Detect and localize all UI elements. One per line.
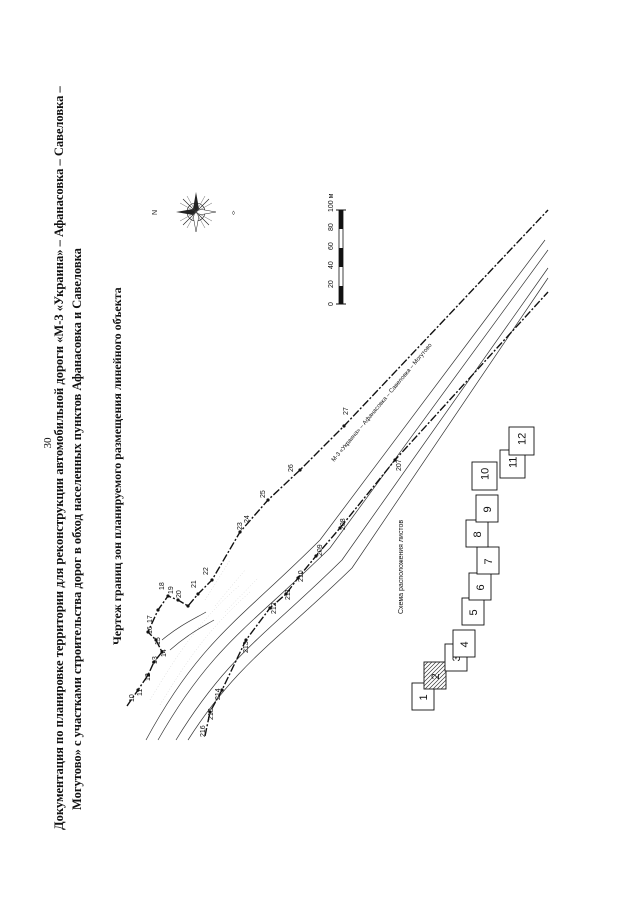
scheme-sheet-box: 1: [411, 682, 435, 711]
scheme-sheet-box: 8: [465, 519, 489, 548]
svg-text:◊: ◊: [232, 210, 235, 217]
road-name-label: М-3 «Украина» – Афанасовка – Савеловка –…: [331, 342, 434, 463]
scale-bar-label: 60: [328, 242, 335, 250]
scheme-sheet-number: 2: [430, 673, 442, 679]
scheme-sheet-box: 9: [475, 494, 499, 523]
point-label: 21: [191, 580, 198, 588]
scale-bar-label: 20: [328, 280, 335, 288]
point-label: 212: [271, 602, 278, 614]
scheme-sheet-number: 12: [517, 433, 529, 445]
point-label: 16: [147, 626, 154, 634]
point-label: 213: [243, 641, 250, 653]
scheme-sheet-box: 4: [452, 629, 476, 658]
scheme-sheet-box: 10: [471, 461, 498, 491]
point-label: 11: [137, 689, 144, 696]
scheme-sheet-number: 6: [475, 584, 487, 590]
point-label: 20: [176, 590, 183, 598]
point-label: 10: [129, 694, 136, 702]
scheme-sheet-box: 7: [476, 546, 500, 575]
scheme-sheet-box: 12: [508, 426, 535, 456]
embankment-area: [149, 559, 259, 706]
scheme-sheet-number: 5: [468, 609, 480, 615]
point-label: 22: [203, 567, 210, 575]
scheme-sheet-number: 3: [451, 655, 463, 661]
point-label: 211: [285, 589, 292, 600]
point-label: 19: [168, 586, 175, 594]
scheme-sheet-box: 5: [461, 597, 485, 626]
compass-north-label: N: [152, 210, 159, 215]
upper-point-labels: 10 11 12 13 14 15 16 17 18 19 20 21 22 2…: [129, 407, 350, 702]
scheme-sheet-number: 11: [508, 457, 520, 468]
road-carriageway: [145, 239, 549, 741]
lower-point-labels: 216 215 214 213 212 211 210 209 208 207: [200, 459, 403, 737]
zone-boundary-lower: [204, 291, 549, 737]
point-label: 215: [208, 708, 215, 720]
zone-boundary-upper: [126, 209, 549, 707]
point-label: 26: [288, 464, 295, 472]
point-label: 208: [340, 518, 347, 530]
sheet-layout-scheme: Схема расположения листов 12345678910111…: [398, 426, 535, 711]
point-label: 216: [200, 725, 207, 737]
point-label: 12: [145, 673, 152, 681]
scale-bar: 0 20 40 60 80 100 м: [328, 193, 346, 306]
scale-bar-label: 0: [328, 302, 335, 306]
scale-bar-label: 80: [328, 223, 335, 231]
point-label: 15: [155, 637, 162, 645]
scheme-sheet-number: 1: [418, 694, 430, 700]
point-label: 13: [152, 656, 159, 664]
scheme-sheet-box: 6: [468, 572, 492, 601]
point-label: 210: [298, 570, 305, 582]
scheme-sheet-box: 2: [423, 661, 447, 690]
scheme-sheet-number: 9: [482, 506, 494, 512]
scale-bar-label: 100 м: [328, 193, 335, 212]
point-label: 209: [317, 544, 324, 556]
scheme-sheet-number: 7: [483, 558, 495, 564]
point-label: 27: [343, 407, 350, 415]
point-label: 17: [147, 615, 154, 623]
compass-rose-icon: N ◊: [152, 192, 235, 233]
point-label: 23: [237, 522, 244, 530]
point-label: 24: [244, 515, 251, 523]
point-label: 207: [396, 459, 403, 471]
boundary-points: [136, 424, 397, 714]
point-label: 14: [161, 649, 168, 657]
scheme-sheet-number: 4: [459, 641, 471, 647]
scheme-sheet-number: 10: [480, 468, 492, 480]
point-label: 214: [215, 688, 222, 700]
scheme-sheet-number: 8: [472, 531, 484, 537]
point-label: 18: [159, 582, 166, 590]
scheme-title: Схема расположения листов: [398, 520, 405, 614]
point-label: 25: [260, 490, 267, 498]
scale-bar-label: 40: [328, 261, 335, 269]
